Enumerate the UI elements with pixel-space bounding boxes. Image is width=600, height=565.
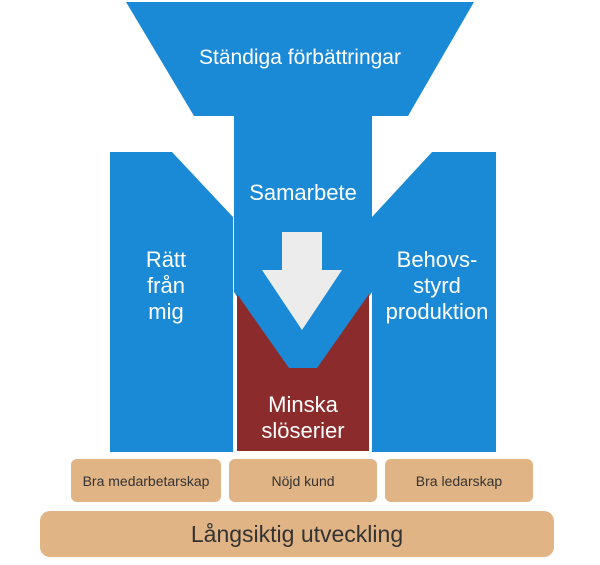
foundation-box-left <box>71 459 221 502</box>
funnel-top <box>126 2 474 116</box>
right-pillar-label-line1: Behovs- <box>396 247 478 272</box>
foundation-box-center-label: Nöjd kund <box>271 473 335 489</box>
right-pillar-label-line3: produktion <box>385 299 489 324</box>
center-block <box>237 294 369 451</box>
left-pillar-label-line1: Rätt <box>145 247 187 272</box>
right-pillar-label-line2: styrd <box>413 273 461 298</box>
foundation-box-left-label: Bra medarbetarskap <box>82 473 210 489</box>
left-pillar-label-line3: mig <box>148 299 184 324</box>
funnel-stem-label: Samarbete <box>249 180 357 205</box>
left-pillar <box>110 152 233 452</box>
foundation-box-right <box>385 459 533 502</box>
down-arrow-icon <box>262 232 342 330</box>
foundation-box-right-label: Bra ledarskap <box>415 473 503 489</box>
center-block-label-line2: slöserier <box>261 418 345 443</box>
right-pillar <box>372 152 496 452</box>
center-block-label-line1: Minska <box>268 392 338 417</box>
foundation-box-center <box>229 459 377 502</box>
left-pillar-label-line2: från <box>147 273 185 298</box>
base-label: Långsiktig utveckling <box>190 521 404 547</box>
funnel-top-label: Ständiga förbättringar <box>199 46 401 69</box>
base-block <box>40 511 554 557</box>
